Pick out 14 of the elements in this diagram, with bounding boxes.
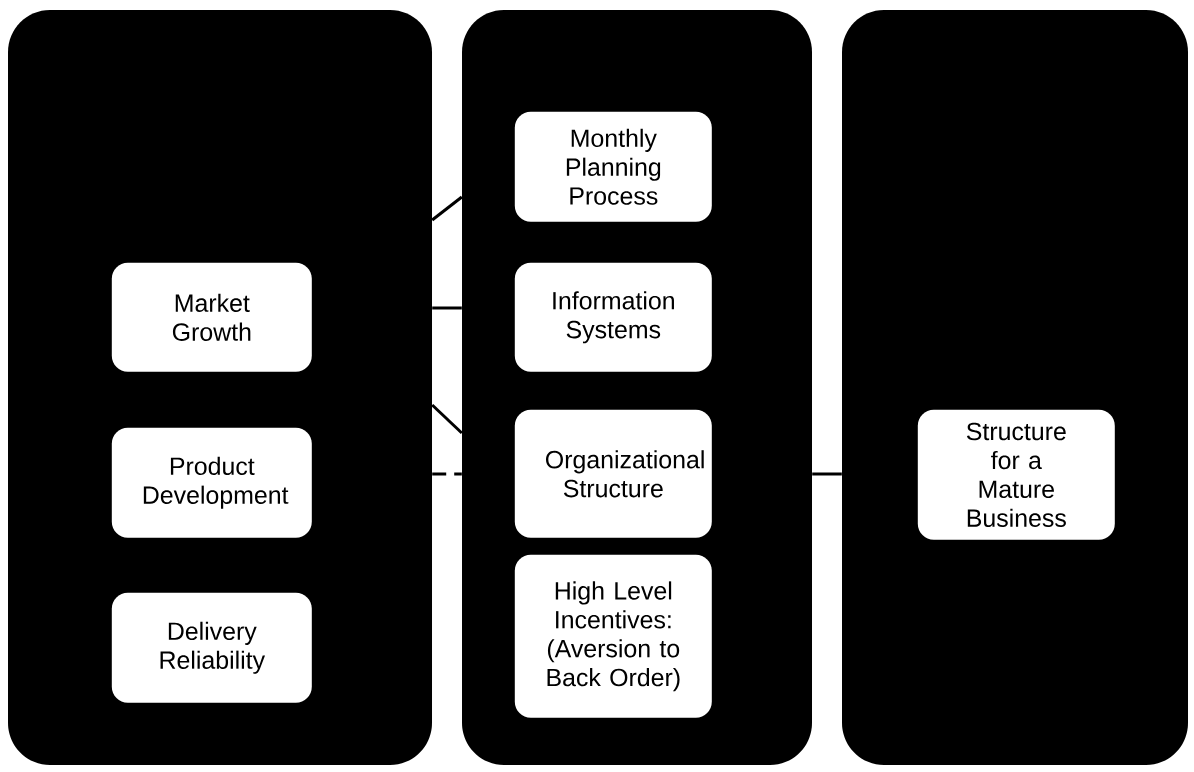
connector-line xyxy=(431,195,463,222)
process-box: Market Growth xyxy=(111,262,312,372)
process-box: Delivery Reliability xyxy=(111,592,312,703)
connector-line xyxy=(431,403,463,435)
process-box: Monthly Planning Process xyxy=(514,111,712,222)
process-box: Information Systems xyxy=(514,262,712,372)
process-box: Structure for a Mature Business xyxy=(917,409,1115,540)
panel xyxy=(842,10,1188,765)
connector-line xyxy=(432,472,462,476)
connector-line xyxy=(432,306,462,310)
process-box: Product Development xyxy=(111,427,312,538)
process-box: Organizational Structure xyxy=(514,409,712,538)
connector-line xyxy=(812,472,842,476)
process-box: High Level Incentives: (Aversion to Back Order) xyxy=(514,554,712,718)
